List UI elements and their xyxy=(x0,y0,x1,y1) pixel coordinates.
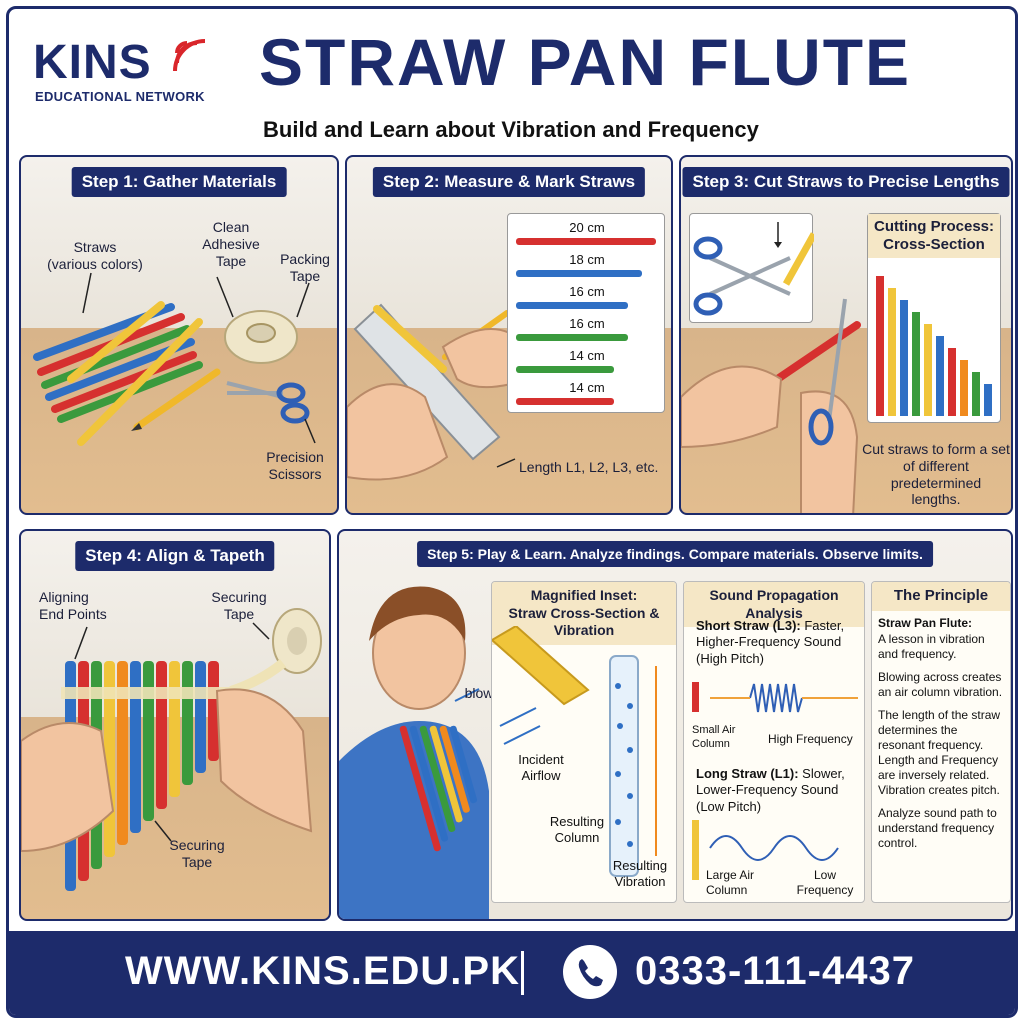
step4-panel: Step 4: Align & Tapeth xyxy=(19,529,331,921)
player-illustration xyxy=(339,586,489,919)
principle-p1: A lesson in vibration and frequency. xyxy=(878,632,985,661)
magnified-inset-card: Magnified Inset: Straw Cross-Section & V… xyxy=(491,581,677,903)
measurement-row: 14 cm xyxy=(516,348,658,378)
step5-title: Step 5: Play & Learn. Analyze findings. … xyxy=(417,541,933,567)
page-title: STRAW PAN FLUTE xyxy=(259,25,912,99)
long-straw-heading: Long Straw (L1): xyxy=(696,766,799,781)
straw-bar-red xyxy=(516,238,656,245)
page-subtitle: Build and Learn about Vibration and Freq… xyxy=(263,117,759,142)
step1-title: Step 1: Gather Materials xyxy=(71,167,287,197)
securing-tape-bottom-label: Securing Tape xyxy=(169,837,225,870)
kins-logo[interactable]: KINS EDUCATIONAL NETWORK xyxy=(33,31,233,111)
logo-wordmark: KINS xyxy=(33,36,152,89)
measurement-row: 18 cm xyxy=(516,252,658,282)
scissors-icon xyxy=(226,381,310,424)
magnified-inset-title: Magnified Inset: Straw Cross-Section & V… xyxy=(492,582,676,645)
aligning-label: Aligning End Points xyxy=(39,589,107,622)
step2-title: Step 2: Measure & Mark Straws xyxy=(372,167,646,197)
principle-body: Straw Pan Flute: A lesson in vibration a… xyxy=(878,616,1010,851)
short-straw-heading: Short Straw (L3): xyxy=(696,618,801,633)
blow-label: blow xyxy=(464,685,494,701)
cross-section-title: Cutting Process: Cross-Section xyxy=(868,214,1000,258)
measuring-illustration xyxy=(347,303,519,481)
measurement-row: 20 cm xyxy=(516,220,658,250)
straw-lengths-chart xyxy=(876,276,992,416)
straws-bundle xyxy=(33,301,203,446)
scissors-label: Precision Scissors xyxy=(266,449,324,482)
step2-panel: Step 2: Measure & Mark Straws 20 cm 18 c… xyxy=(345,155,673,515)
flute-assembly-illustration xyxy=(21,608,322,891)
cross-section-vibration-diagram xyxy=(492,626,657,877)
measurement-row: 16 cm xyxy=(516,316,658,346)
straw-bar-blue xyxy=(516,270,642,277)
step5-panel: Step 5: Play & Learn. Analyze findings. … xyxy=(337,529,1013,921)
step3-title: Step 3: Cut Straws to Precise Lengths xyxy=(682,167,1010,197)
step1-panel: Step 1: Gather Materials xyxy=(19,155,339,515)
principle-p2: Blowing across creates an air column vib… xyxy=(878,670,1003,699)
step3-panel: Step 3: Cut Straws to Precise Lengths Cu… xyxy=(679,155,1013,515)
principle-p3: The length of the straw determines the r… xyxy=(878,708,1001,797)
high-frequency-wave xyxy=(692,682,858,713)
long-straw-body: Slower, Lower-Frequency Sound (Low Pitch… xyxy=(696,766,845,814)
materials-illustration xyxy=(33,272,316,446)
resulting-vibration-label: Resulting Vibration xyxy=(612,858,668,890)
principle-heading: Straw Pan Flute: xyxy=(878,616,973,630)
scissors-inset xyxy=(689,213,818,323)
length-label: Length L1, L2, L3, etc. xyxy=(519,459,659,475)
footer-bar: WWW.KINS.EDU.PK 0333-111-4437 xyxy=(9,931,1015,1015)
securing-tape-top-label: Securing Tape xyxy=(211,589,267,622)
phone-number[interactable]: 0333-111-4437 xyxy=(635,949,915,993)
measurement-label: 14 cm xyxy=(569,348,605,363)
measurement-label: 16 cm xyxy=(569,316,605,331)
measurement-label: 14 cm xyxy=(569,380,605,395)
large-air-label: Large Air Column xyxy=(706,868,755,897)
short-straw-body: Faster, Higher-Frequency Sound (High Pit… xyxy=(696,618,845,666)
cutting-illustration xyxy=(681,298,861,513)
pan-flute xyxy=(399,725,478,852)
short-straw-text: Short Straw (L3): Faster, Higher-Frequen… xyxy=(696,618,860,667)
cut-caption: Cut straws to form a set of different pr… xyxy=(862,441,1010,508)
footer-divider xyxy=(521,951,524,995)
low-frequency-wave xyxy=(692,820,839,880)
principle-p4: Analyze sound path to understand frequen… xyxy=(878,806,997,850)
phone-icon xyxy=(563,945,617,999)
straw-bar-green xyxy=(516,366,614,373)
logo-tagline: EDUCATIONAL NETWORK xyxy=(35,89,205,104)
poster-frame: KINS EDUCATIONAL NETWORK STRAW PAN FLUTE… xyxy=(6,6,1018,1018)
resulting-column-label: Resulting Column xyxy=(549,814,605,846)
straws-label: Straws (various colors) xyxy=(47,239,143,272)
small-air-label: Small Air Column xyxy=(692,724,736,750)
high-frequency-label: High Frequency xyxy=(768,732,853,746)
straw-bar-blue xyxy=(516,302,628,309)
low-frequency-label: Low Frequency xyxy=(796,868,854,897)
measurement-label: 18 cm xyxy=(569,252,605,267)
measurement-card: 20 cm 18 cm 16 cm 16 cm 14 cm 14 cm xyxy=(507,213,665,413)
measurement-row: 16 cm xyxy=(516,284,658,314)
sound-analysis-title: Sound Propagation Analysis xyxy=(684,582,864,627)
measurement-row: 14 cm xyxy=(516,380,658,410)
straw-bar-green xyxy=(516,334,628,341)
website-link[interactable]: WWW.KINS.EDU.PK xyxy=(125,949,520,993)
cross-section-card: Cutting Process: Cross-Section xyxy=(867,213,1001,423)
principle-card: The Principle Straw Pan Flute: A lesson … xyxy=(871,581,1011,903)
long-straw-text: Long Straw (L1): Slower, Lower-Frequency… xyxy=(696,766,860,815)
incident-airflow-label: Incident Airflow xyxy=(518,752,564,784)
step4-title: Step 4: Align & Tapeth xyxy=(75,541,275,571)
straw-bar-red xyxy=(516,398,614,405)
scissors-icon xyxy=(693,222,818,316)
principle-title: The Principle xyxy=(872,582,1010,611)
packing-tape-label: Packing Tape xyxy=(280,251,330,284)
measurement-label: 20 cm xyxy=(569,220,605,235)
adhesive-tape-label: Clean Adhesive Tape xyxy=(202,219,260,269)
sound-analysis-card: Sound Propagation Analysis Short Straw (… xyxy=(683,581,865,903)
signal-icon xyxy=(173,39,206,71)
measurement-label: 16 cm xyxy=(569,284,605,299)
